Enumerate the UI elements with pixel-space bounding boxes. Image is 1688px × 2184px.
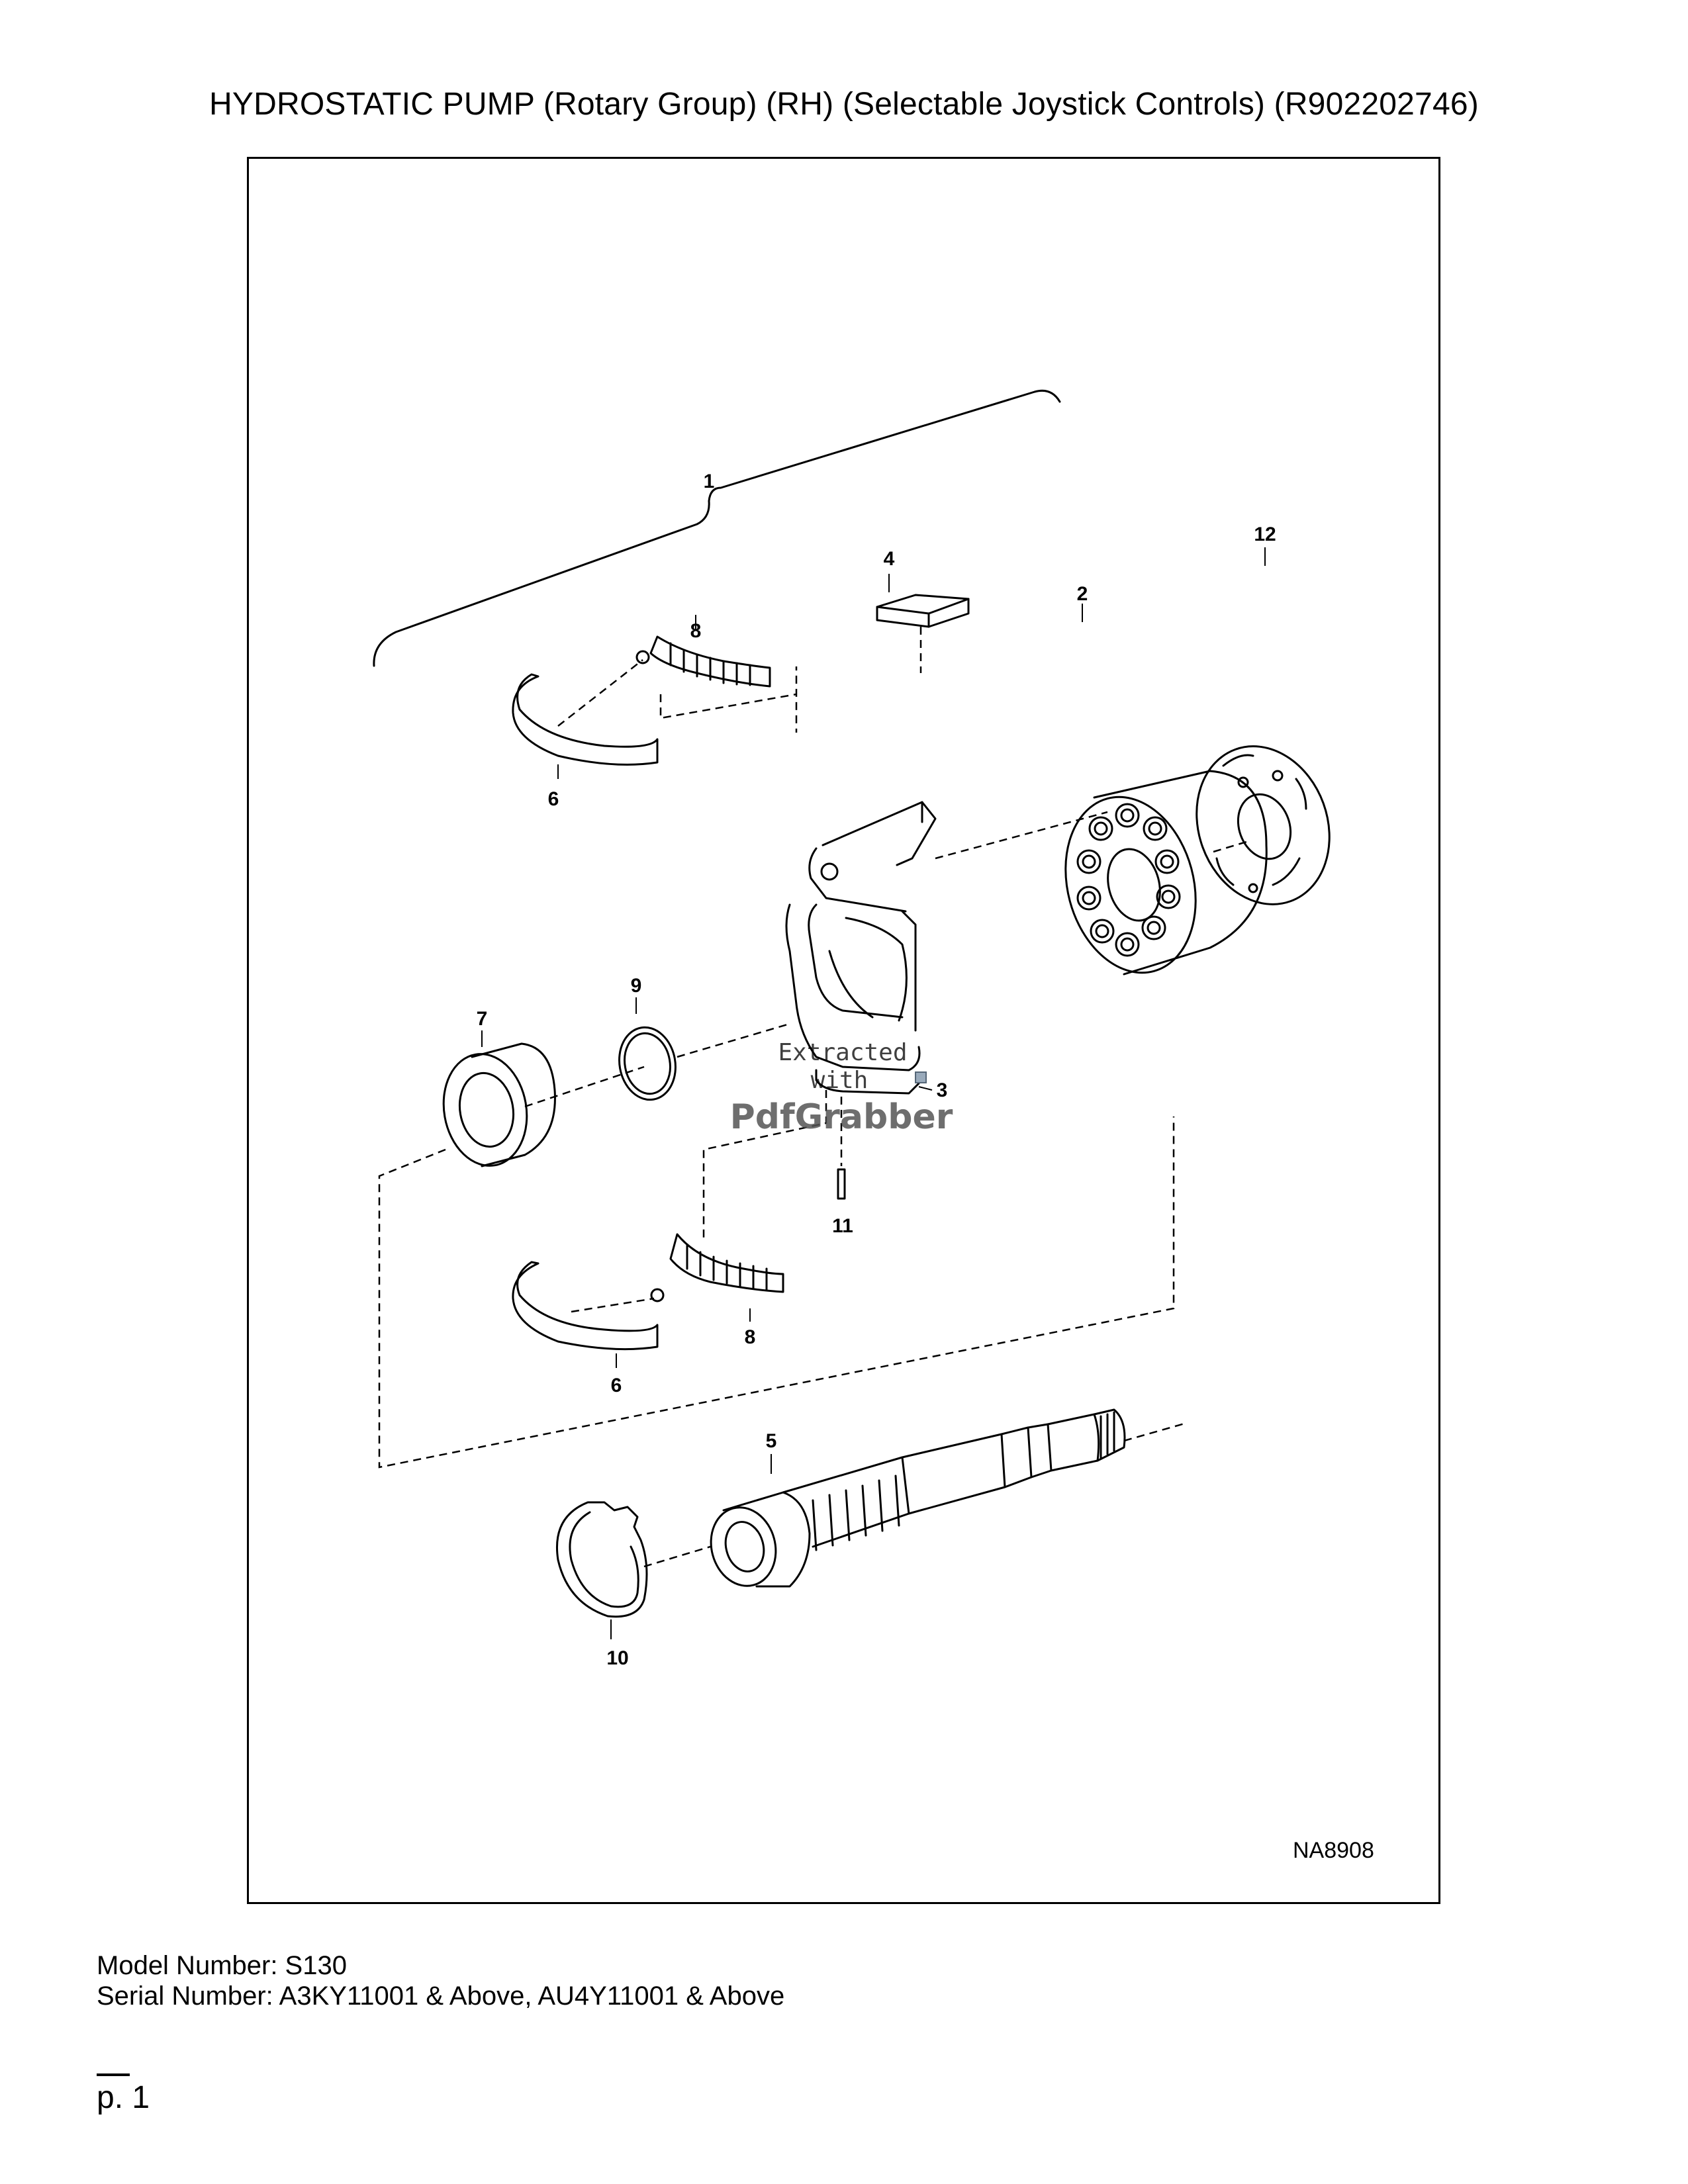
dash-line-7-9-3	[524, 1023, 790, 1108]
part-11-pin	[837, 1168, 846, 1200]
page-title: HYDROSTATIC PUMP (Rotary Group) (RH) (Se…	[209, 87, 1479, 122]
dash-line-6-8-upper	[557, 659, 643, 727]
watermark-logo-icon	[915, 1071, 927, 1083]
dash-line-8-3	[659, 666, 798, 733]
callout-6-upper: 6	[548, 788, 559, 810]
exploded-parts-diagram: 1 2 3 4 5 6 6 7 8 8 9 10 11 12 Extracted…	[373, 389, 1374, 1863]
callout-11: 11	[832, 1215, 853, 1237]
callout-9: 9	[631, 975, 642, 997]
part-8-upper-bearing-cage	[635, 635, 771, 688]
part-6-lower-half-shell	[512, 1261, 659, 1351]
serial-number: Serial Number: A3KY11001 & Above, AU4Y11…	[97, 1981, 785, 2011]
part-12-port-plate	[1196, 745, 1331, 905]
diagram-frame	[247, 157, 1440, 1904]
dash-line-10-5	[643, 1545, 711, 1568]
callout-5: 5	[766, 1430, 777, 1452]
callout-3: 3	[937, 1079, 948, 1101]
dash-line-5-end	[1123, 1422, 1188, 1442]
page-number: p. 1	[97, 2080, 150, 2115]
callout-7: 7	[477, 1008, 488, 1030]
part-4-key	[876, 594, 970, 628]
part-5-shaft	[710, 1408, 1126, 1588]
dash-line-3-lower	[702, 1090, 827, 1242]
callout-2: 2	[1077, 583, 1088, 605]
part-2-cylinder-block	[1064, 770, 1268, 976]
dash-line-2-12	[1213, 841, 1247, 853]
callout-10: 10	[606, 1647, 628, 1669]
part-7-bearing	[442, 1042, 556, 1167]
dash-line-7-frame	[378, 1116, 1175, 1469]
pdfgrabber-watermark: Extracted with PdfGrabber	[730, 1039, 953, 1137]
watermark-line-2: with	[811, 1067, 868, 1094]
callout-6-lower: 6	[611, 1375, 622, 1396]
drawing-id: NA8908	[1293, 1838, 1374, 1863]
callout-8-upper: 8	[690, 620, 702, 642]
part-6-upper-half-shell	[512, 673, 659, 766]
assembly-bracket	[373, 389, 1061, 667]
part-3-swashplate	[785, 801, 937, 1095]
page-number-rule	[97, 2073, 130, 2076]
callout-4: 4	[884, 548, 895, 570]
part-8-lower-bearing-cage	[650, 1233, 784, 1302]
watermark-brand: PdfGrabber	[730, 1097, 953, 1137]
callout-12: 12	[1254, 523, 1276, 545]
part-10-retaining-ring	[556, 1501, 648, 1618]
watermark-line-1: Extracted	[778, 1039, 907, 1066]
dash-line-6-8-lower	[571, 1297, 655, 1313]
callout-1: 1	[704, 471, 715, 492]
part-9-snap-ring	[618, 1026, 677, 1101]
dash-line-cyl-swash	[935, 811, 1108, 860]
model-number: Model Number: S130	[97, 1951, 347, 1980]
callout-8-lower: 8	[745, 1326, 756, 1348]
